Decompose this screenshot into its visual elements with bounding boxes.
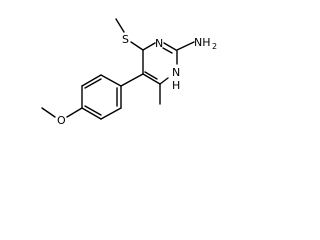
bond-c5-phenyl [120,73,144,87]
ring-nitrogen-top-label: N [155,37,163,50]
bond-ph-3 [81,107,102,120]
bond-ph-6 [100,74,122,87]
bond-ph-5 [81,74,102,87]
bond-c4-s [130,41,144,51]
bond-ph-5-inner [84,78,102,89]
oxygen-label: O [57,114,66,127]
bond-c4-n3 [142,42,156,51]
ring-nh-hydrogen-label: H [172,79,180,92]
chemical-structure: N N H NH 2 S O [41,18,217,127]
bond-ph-3-inner [84,105,102,116]
sulfur-label: S [122,33,129,46]
bond-c6-c5-inner [144,71,158,80]
amine-subscript-label: 2 [212,42,217,51]
bond-c2-nh2 [176,41,195,51]
bond-n1-c6 [159,77,169,85]
amine-label: NH [194,36,211,49]
phenyl-ring [81,74,122,120]
bond-ph-2 [100,107,122,120]
bond-o-methyl [41,107,56,118]
bond-c6-c5 [142,73,161,85]
bond-ph-o [66,107,83,118]
pyrimidine-ring [142,42,178,85]
ring-nitrogen-nh-label: N [172,66,180,79]
molecule-canvas: N N H NH 2 S O [0,0,237,144]
bond-n3-c2 [163,42,177,51]
bond-s-methyl [115,18,125,33]
bond-n3-c2-inner [162,47,173,54]
